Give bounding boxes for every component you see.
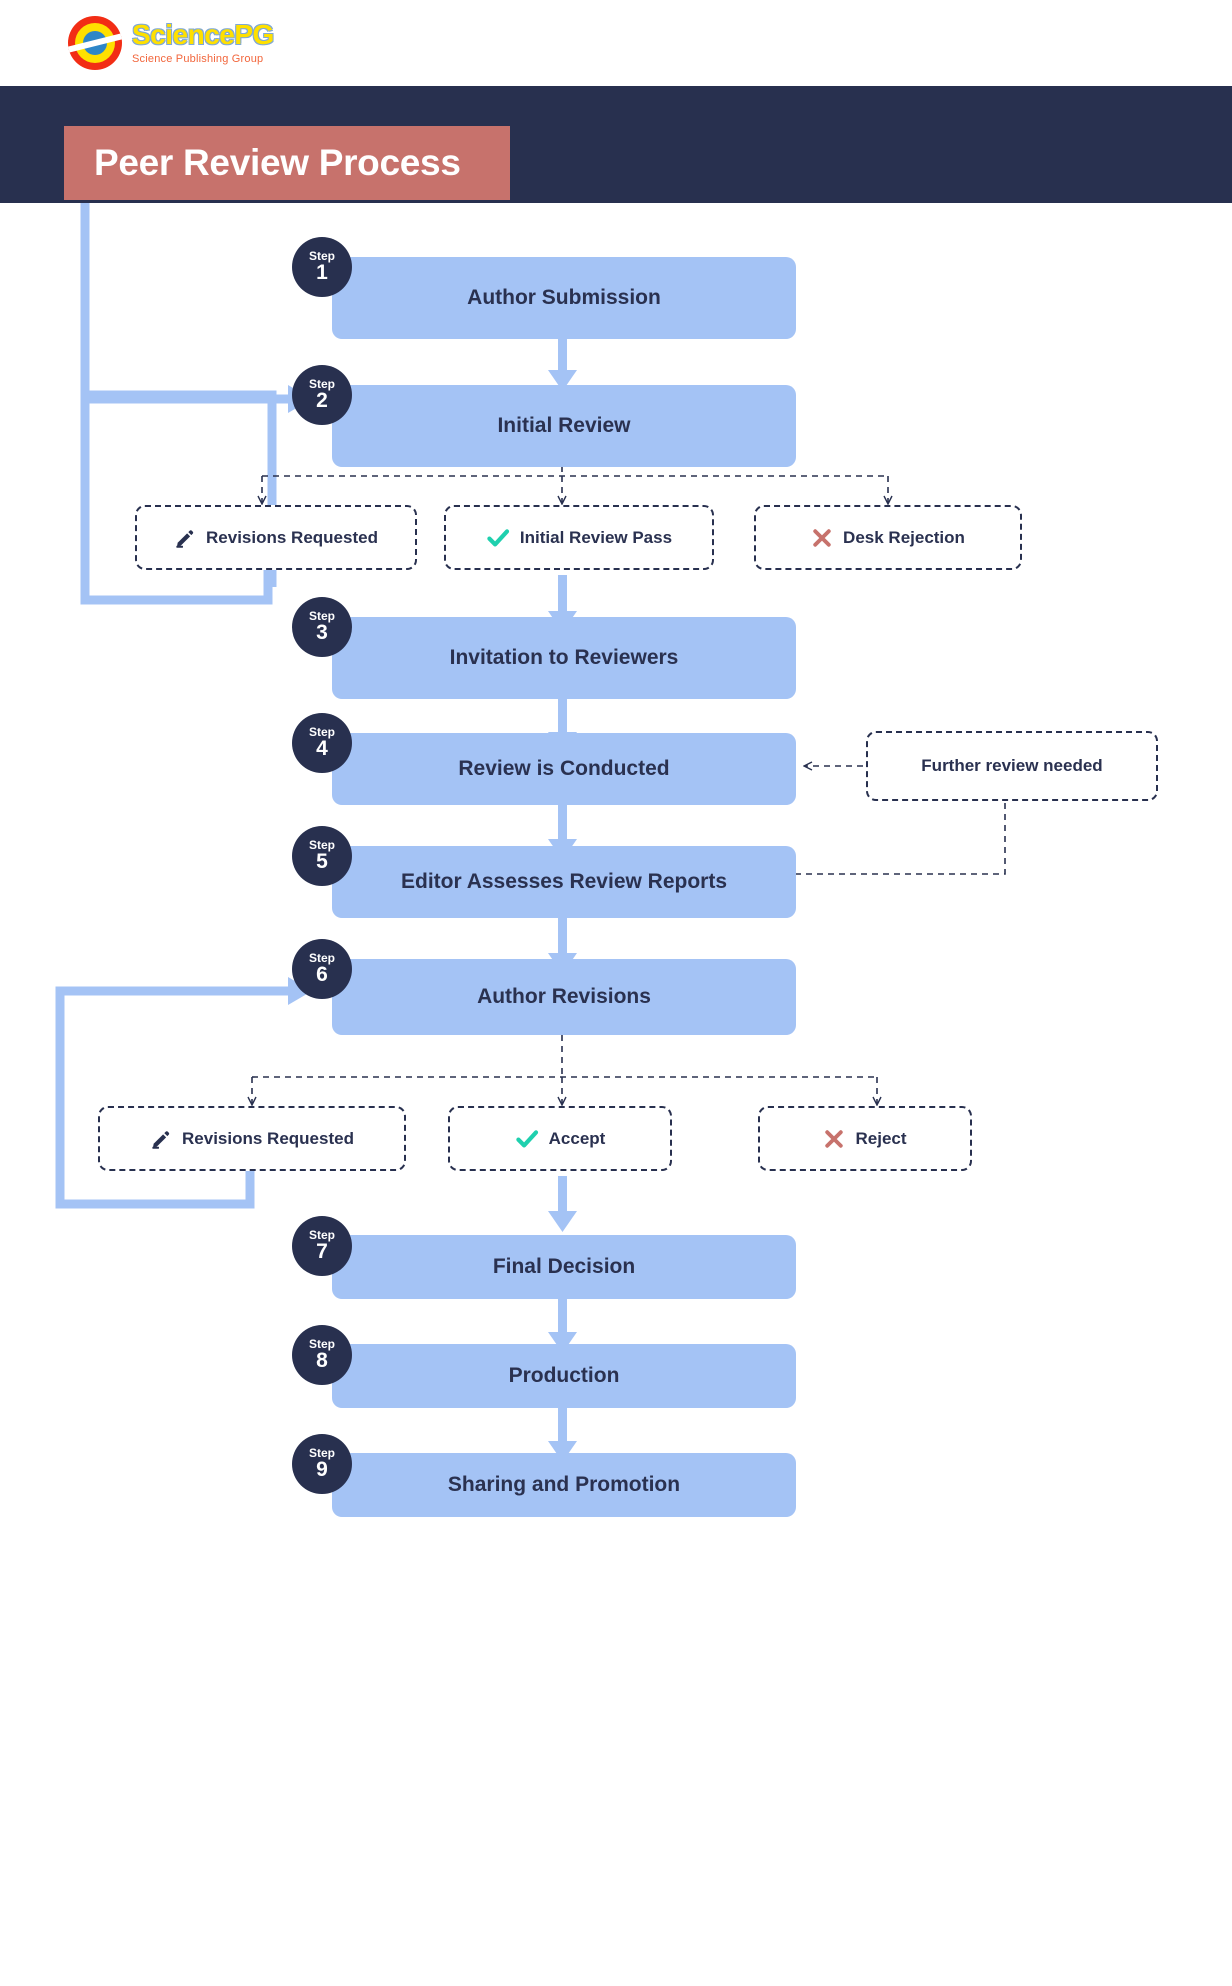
step-badge-8: Step 8: [292, 1325, 352, 1385]
step-box-author-revisions[interactable]: Author Revisions: [332, 959, 796, 1035]
badge-word: Step: [308, 724, 335, 739]
step5-to-further-review-connector: [795, 803, 1006, 875]
badge-number: 4: [316, 736, 328, 760]
decision-revisions-requested-2[interactable]: Revisions Requested: [98, 1106, 406, 1171]
step-label: Editor Assesses Review Reports: [400, 870, 728, 893]
cross-icon: [825, 1129, 844, 1148]
badge-word: Step: [308, 1227, 335, 1242]
badge-word: Step: [308, 608, 335, 623]
step-box-editor-assesses-review-reports[interactable]: Editor Assesses Review Reports: [332, 846, 796, 918]
decision-label: Revisions Requested: [182, 1128, 354, 1148]
brand-tagline: Science Publishing Group: [132, 53, 264, 65]
flowchart-canvas: Author Submission Step 1 Initial Review …: [0, 203, 1232, 1986]
step-label: Initial Review: [497, 414, 631, 437]
step-label: Sharing and Promotion: [447, 1473, 681, 1496]
decision-accept[interactable]: Accept: [448, 1106, 672, 1171]
badge-word: Step: [308, 1336, 335, 1351]
brand-logo[interactable]: SciencePG Science Publishing Group: [68, 16, 274, 70]
step-badge-2: Step 2: [292, 365, 352, 425]
step-label: Author Submission: [467, 286, 661, 309]
step-box-final-decision[interactable]: Final Decision: [332, 1235, 796, 1299]
decision-label: Accept: [548, 1128, 606, 1148]
decision-revisions-requested-1[interactable]: Revisions Requested: [135, 505, 417, 570]
decision-label: Revisions Requested: [206, 527, 378, 547]
decision-label: Reject: [855, 1128, 907, 1148]
decision-label: Initial Review Pass: [519, 527, 673, 547]
branch-tree-author-revisions: [252, 1035, 877, 1104]
step-box-sharing-and-promotion[interactable]: Sharing and Promotion: [332, 1453, 796, 1517]
step-label: Review is Conducted: [458, 757, 670, 780]
badge-number: 3: [316, 620, 328, 644]
badge-number: 8: [316, 1348, 328, 1372]
step-label: Production: [508, 1364, 620, 1387]
badge-number: 9: [316, 1457, 328, 1481]
decision-desk-rejection[interactable]: Desk Rejection: [754, 505, 1022, 570]
pencil-icon: [176, 529, 194, 548]
page-title: Peer Review Process: [94, 142, 461, 183]
step-box-author-submission[interactable]: Author Submission: [332, 257, 796, 339]
decision-label: Desk Rejection: [843, 527, 965, 547]
arrow-accept-to-step7: [548, 1176, 577, 1232]
badge-word: Step: [308, 837, 335, 852]
step-label: Invitation to Reviewers: [449, 646, 679, 669]
decision-initial-review-pass[interactable]: Initial Review Pass: [444, 505, 714, 570]
step-badge-9: Step 9: [292, 1434, 352, 1494]
badge-number: 6: [316, 962, 328, 986]
decision-reject[interactable]: Reject: [758, 1106, 972, 1171]
step-box-invitation-to-reviewers[interactable]: Invitation to Reviewers: [332, 617, 796, 699]
badge-number: 1: [316, 260, 328, 284]
sciencepg-circle-logo-icon: [68, 16, 122, 70]
step-badge-5: Step 5: [292, 826, 352, 886]
step-badge-4: Step 4: [292, 713, 352, 773]
badge-number: 2: [316, 388, 328, 412]
brand-name: SciencePG: [132, 19, 274, 50]
note-label: Further review needed: [921, 756, 1103, 775]
badge-word: Step: [308, 950, 335, 965]
page-title-chip: Peer Review Process: [64, 126, 510, 200]
badge-number: 7: [316, 1239, 328, 1263]
badge-word: Step: [308, 1445, 335, 1460]
pencil-icon: [152, 1130, 170, 1149]
badge-word: Step: [308, 376, 335, 391]
badge-number: 5: [316, 849, 328, 873]
step-label: Author Revisions: [477, 985, 651, 1008]
check-icon: [487, 528, 510, 546]
step-badge-7: Step 7: [292, 1216, 352, 1276]
step-badge-3: Step 3: [292, 597, 352, 657]
logo-slash-decoration: [68, 33, 122, 53]
check-icon: [515, 1129, 538, 1147]
step-badge-6: Step 6: [292, 939, 352, 999]
step-label: Final Decision: [492, 1255, 636, 1278]
note-further-review-needed[interactable]: Further review needed: [866, 731, 1158, 801]
step-box-production[interactable]: Production: [332, 1344, 796, 1408]
step-box-review-is-conducted[interactable]: Review is Conducted: [332, 733, 796, 805]
badge-word: Step: [308, 248, 335, 263]
arrow-step1-to-step2: [548, 338, 577, 391]
step-badge-1: Step 1: [292, 237, 352, 297]
connector-layer: [55, 203, 1006, 1462]
brand-text: SciencePG Science Publishing Group: [132, 21, 274, 65]
cross-icon: [813, 528, 831, 547]
step-box-initial-review[interactable]: Initial Review: [332, 385, 796, 467]
